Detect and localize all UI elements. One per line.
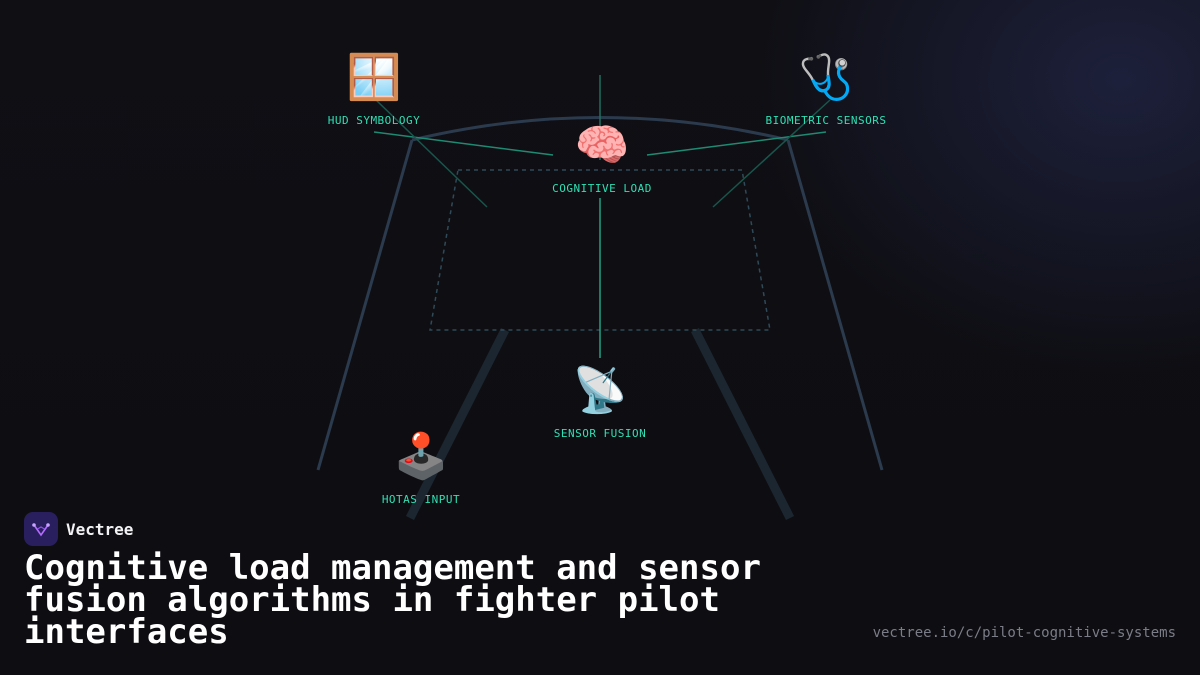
node-label: HOTAS INPUT	[381, 493, 461, 506]
node-sensor-fusion: 📡 SENSOR FUSION	[520, 365, 680, 440]
source-url[interactable]: vectree.io/c/pilot-cognitive-systems	[872, 625, 1176, 641]
vectree-logo-mark-icon	[32, 523, 50, 537]
page-title: Cognitive load management and sensor fus…	[24, 548, 761, 652]
brand-name: Vectree	[66, 519, 134, 539]
window-icon: 🪟	[346, 52, 402, 103]
stethoscope-icon: 🩺	[798, 52, 854, 103]
canopy-right-strut	[786, 139, 884, 471]
connector-hud-diagonal	[375, 99, 488, 208]
joystick-icon: 🕹️	[393, 431, 449, 482]
hud-panel-outline	[429, 169, 771, 331]
node-cognitive-load: 🧠 COGNITIVE LOAD	[522, 120, 682, 195]
node-label: SENSOR FUSION	[553, 427, 647, 440]
satellite-dish-icon: 📡	[572, 365, 628, 416]
left-beam	[405, 327, 510, 521]
node-biometric-sensors: 🩺 BIOMETRIC SENSORS	[746, 52, 906, 127]
vectree-logo	[24, 512, 58, 546]
brand[interactable]: Vectree	[24, 512, 133, 546]
connector-hud-cognitive	[373, 131, 554, 156]
node-label: HUD SYMBOLOGY	[327, 114, 421, 127]
node-hud-symbology: 🪟 HUD SYMBOLOGY	[294, 52, 454, 127]
connector-biometric-cognitive	[646, 131, 827, 156]
node-hotas-input: 🕹️ HOTAS INPUT	[341, 431, 501, 506]
canopy-left-strut	[316, 139, 414, 471]
brain-icon: 🧠	[574, 120, 630, 171]
node-label: COGNITIVE LOAD	[552, 182, 652, 195]
right-beam	[690, 327, 795, 521]
connector-biometric-diagonal	[712, 99, 831, 208]
node-label: BIOMETRIC SENSORS	[765, 114, 887, 127]
